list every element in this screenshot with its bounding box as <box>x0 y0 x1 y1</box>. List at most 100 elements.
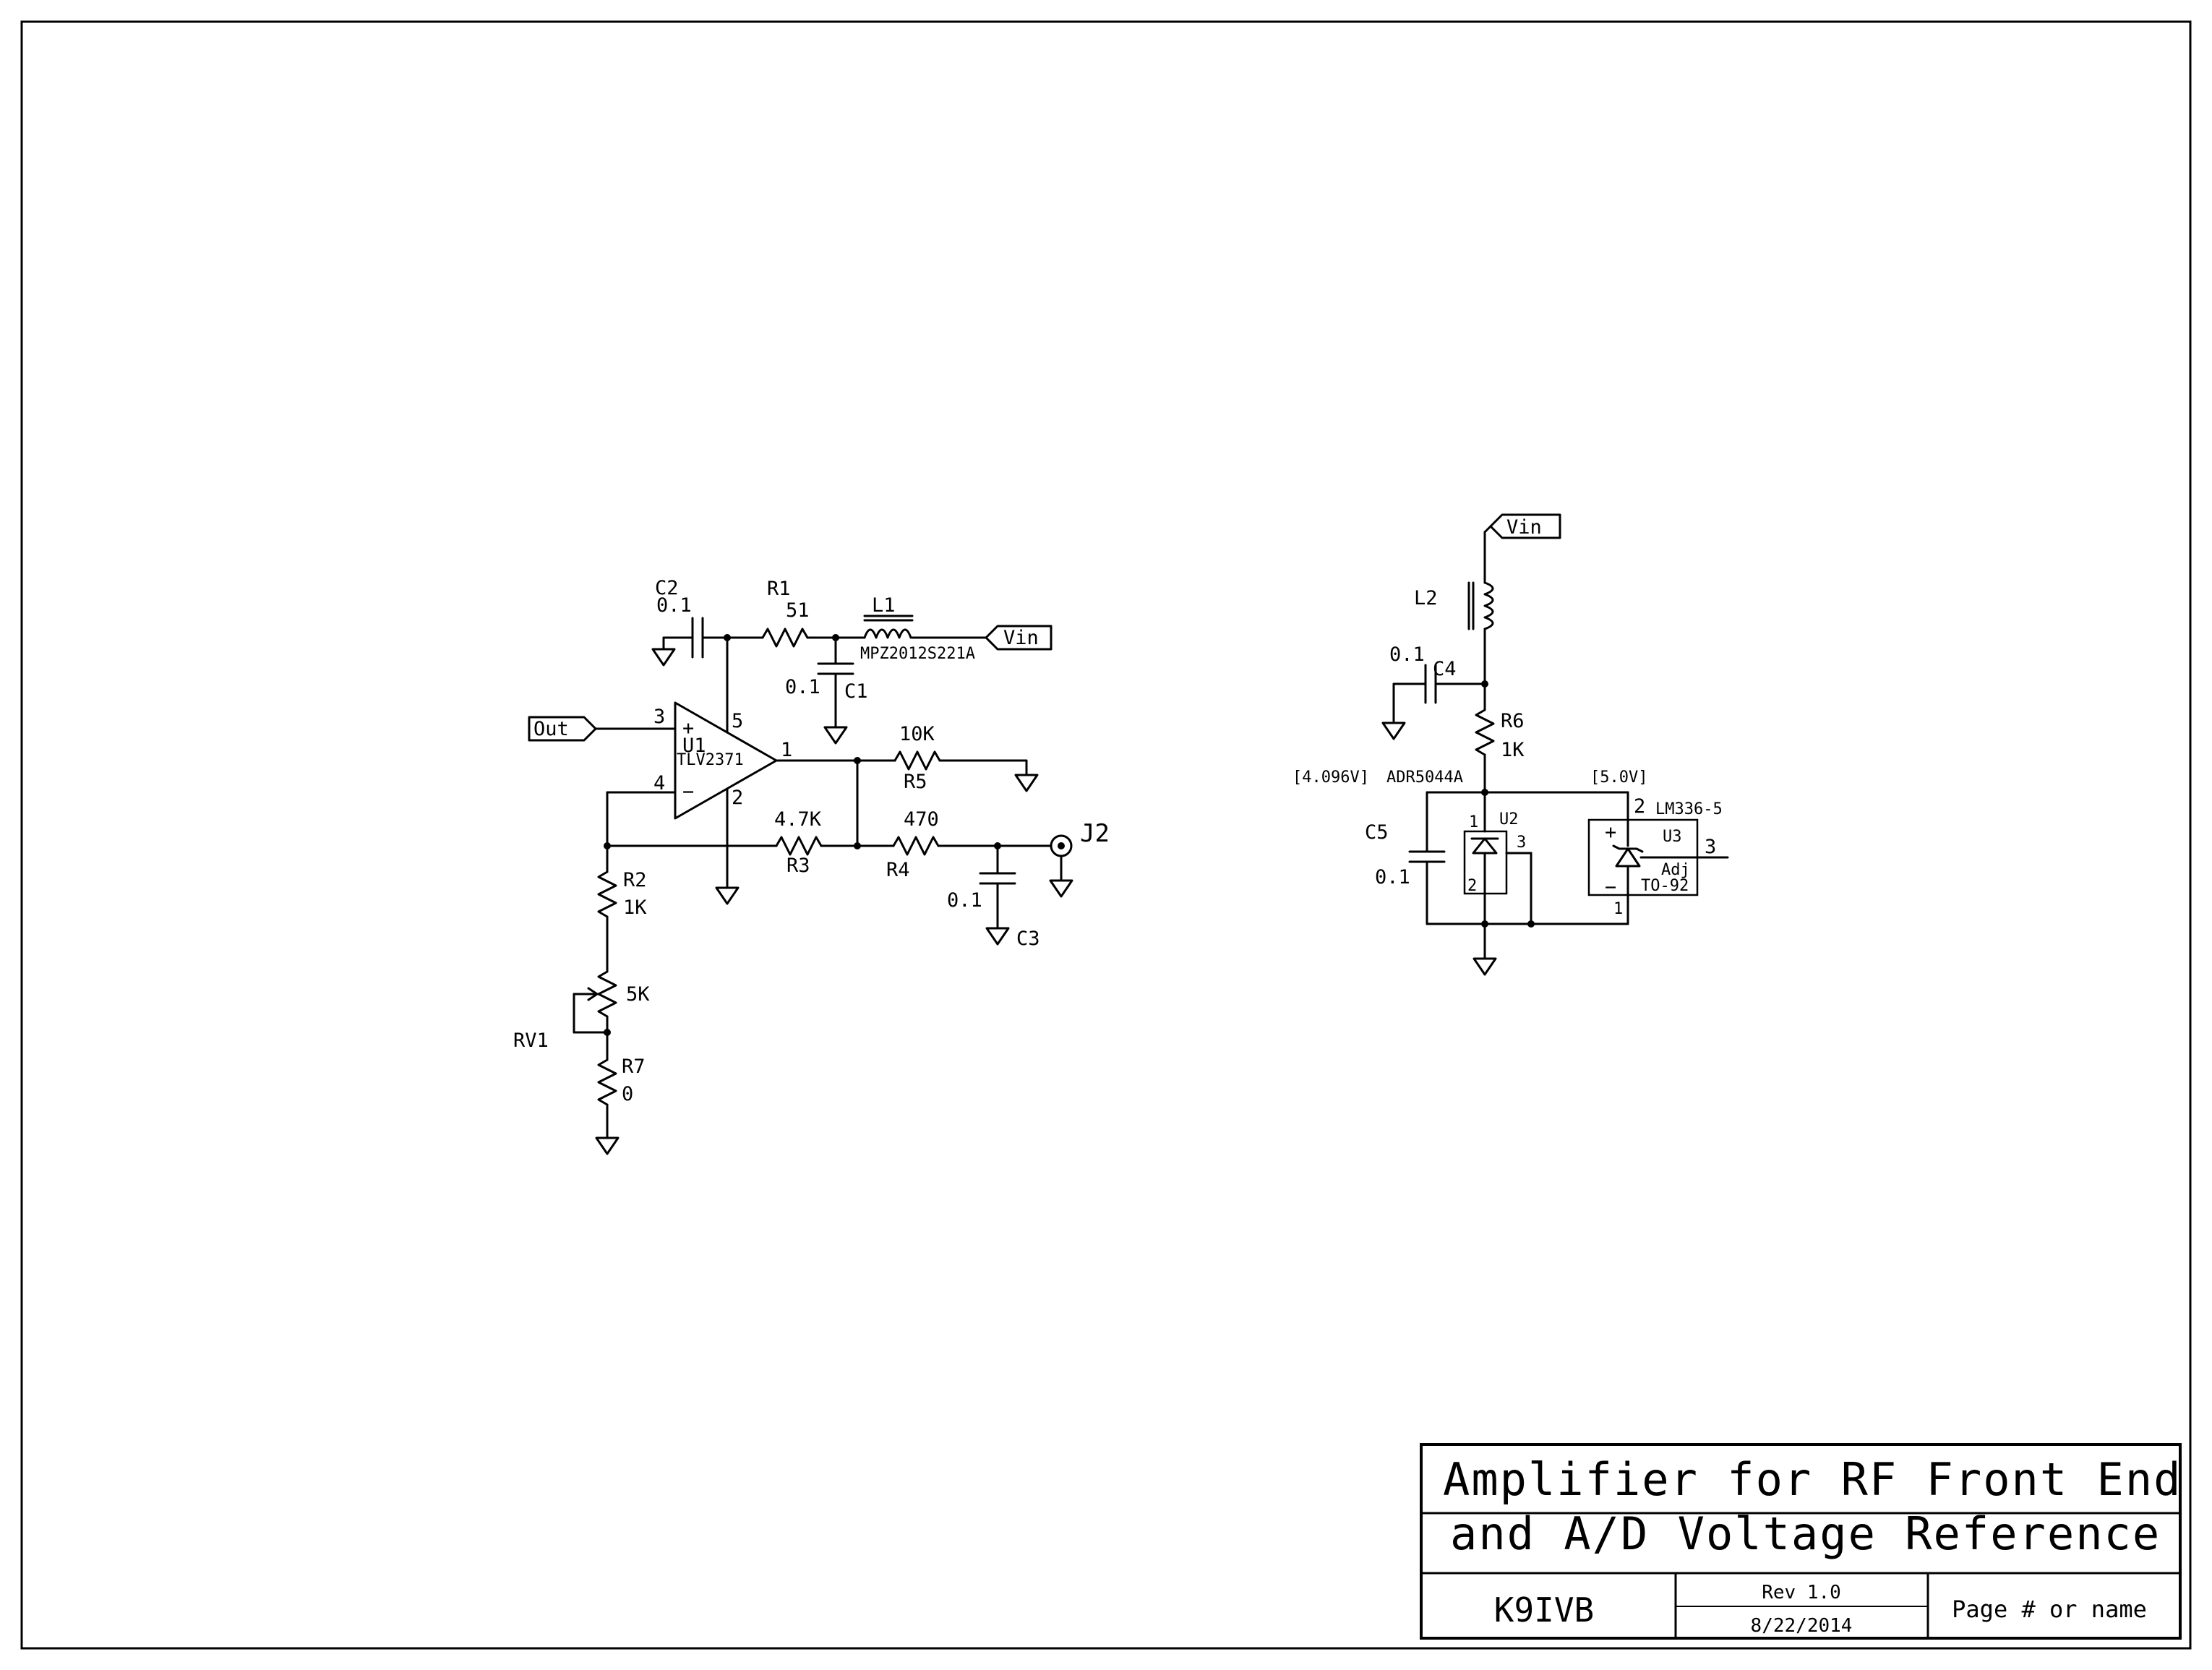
r6-value: 1K <box>1501 739 1525 761</box>
r3-ref: R3 <box>786 855 810 877</box>
r3-value: 4.7K <box>774 808 822 831</box>
l1-inductor: L1 MPZ2012S221A <box>860 594 975 663</box>
u1-plus: + <box>682 717 694 740</box>
u2-ref: U2 <box>1499 810 1519 828</box>
u1-pin4: 4 <box>653 772 665 795</box>
sheet-border <box>20 20 2192 1650</box>
l1-ref: L1 <box>872 594 896 617</box>
r2-resistor: R2 1K <box>597 869 647 919</box>
c2-ground-symbol <box>651 648 676 667</box>
c4-value: 0.1 <box>1389 643 1425 666</box>
c2-value: 0.1 <box>656 594 692 617</box>
j2-ref: J2 <box>1080 819 1110 848</box>
revision-label: Rev 1.0 <box>1762 1582 1841 1603</box>
title-block: Amplifier for RF Front End and A/D Volta… <box>1420 1443 2182 1640</box>
c5-capacitor: C5 0.1 <box>1365 821 1446 888</box>
c5-value: 0.1 <box>1375 866 1410 888</box>
c1-ground-symbol <box>823 726 848 745</box>
out-port-label: Out <box>533 718 569 740</box>
c5-ref: C5 <box>1365 821 1389 844</box>
r6-resistor: R6 1K <box>1475 708 1525 761</box>
u3-package: TO-92 <box>1641 877 1689 895</box>
u3-part: LM336-5 <box>1655 800 1723 818</box>
c2-capacitor: C2 0.1 <box>651 577 729 667</box>
vin-port-2: Vin <box>1489 513 1561 539</box>
vin-port-2-label: Vin <box>1506 516 1542 539</box>
u3-pin2: 2 <box>1634 795 1645 818</box>
u3-voltage: [5.0V] <box>1590 768 1647 787</box>
u1-ground-symbol <box>715 886 740 905</box>
u3-reference: + − U3 Adj TO-92 2 LM336-5 3 1 <box>1587 791 1729 925</box>
u2-reference: U2 1 2 3 <box>1463 791 1532 925</box>
page-label: Page # or name <box>1952 1596 2147 1623</box>
r6-ref: R6 <box>1501 710 1525 732</box>
c4-ground-symbol <box>1381 721 1406 740</box>
u3-ref: U3 <box>1663 828 1682 846</box>
r4-resistor: 470 R4 <box>886 808 940 881</box>
r5-ground-symbol <box>1014 774 1039 792</box>
amplifier-circuit: C2 0.1 R1 51 L1 MPZ2012S221A Vin <box>513 577 1110 1155</box>
r2-ref: R2 <box>623 869 647 891</box>
u1-pin3: 3 <box>653 706 665 728</box>
title-line-2: and A/D Voltage Reference <box>1450 1507 2161 1560</box>
r5-resistor: 10K R5 <box>893 723 941 793</box>
l2-ref: L2 <box>1414 587 1438 609</box>
u2-ground-symbol <box>1472 957 1497 976</box>
l1-part: MPZ2012S221A <box>860 645 975 663</box>
c4-ref: C4 <box>1433 658 1457 680</box>
u3-minus: − <box>1605 876 1616 899</box>
j2-connector: J2 <box>1049 819 1110 898</box>
c3-ref: C3 <box>1016 928 1040 950</box>
r4-value: 470 <box>904 808 939 831</box>
rv1-ref: RV1 <box>513 1029 549 1052</box>
c1-value: 0.1 <box>785 676 820 698</box>
c1-ref: C1 <box>844 680 868 703</box>
u3-plus: + <box>1605 821 1616 844</box>
c3-ground-symbol <box>985 927 1010 946</box>
u1-ref: U1 <box>682 735 706 757</box>
r1-value: 51 <box>786 599 810 622</box>
c3-value: 0.1 <box>947 889 982 912</box>
u1-opamp: + − U1 TLV2371 3 4 5 2 1 <box>653 701 792 820</box>
u1-pin2: 2 <box>732 787 743 809</box>
u3-pin3: 3 <box>1705 836 1716 858</box>
u2-part: ADR5044A <box>1386 768 1463 787</box>
r3-resistor: 4.7K R3 <box>774 808 823 877</box>
r2-value: 1K <box>623 896 647 919</box>
j2-ground-symbol <box>1049 879 1073 898</box>
u3-pin1: 1 <box>1613 900 1623 918</box>
u1-part: TLV2371 <box>677 751 744 769</box>
date-label: 8/22/2014 <box>1751 1615 1853 1637</box>
u2-pin1: 1 <box>1469 813 1478 831</box>
rv1-potentiometer: 5K RV1 <box>513 970 650 1052</box>
c4-capacitor: 0.1 C4 <box>1381 643 1486 740</box>
u2-pin3: 3 <box>1517 834 1526 852</box>
u2-voltage: [4.096V] <box>1293 768 1369 787</box>
r5-ref: R5 <box>904 771 927 793</box>
r7-resistor: R7 0 <box>597 1055 646 1106</box>
l2-inductor: L2 <box>1414 581 1494 630</box>
rv1-value: 5K <box>626 983 650 1006</box>
c1-capacitor: 0.1 C1 <box>785 636 868 745</box>
reference-circuit: Vin L2 0.1 C4 R6 1K <box>1293 513 1729 976</box>
r7-ref: R7 <box>622 1055 646 1078</box>
vin-port-1: Vin <box>985 625 1053 651</box>
r5-value: 10K <box>899 723 935 745</box>
author-label: K9IVB <box>1494 1590 1594 1630</box>
r7-ground-symbol <box>595 1136 620 1155</box>
c3-capacitor: 0.1 C3 <box>947 844 1040 950</box>
u1-pin5: 5 <box>732 710 743 732</box>
u1-minus: − <box>682 781 694 803</box>
r4-ref: R4 <box>886 859 910 881</box>
u2-pin2: 2 <box>1467 877 1477 895</box>
r7-value: 0 <box>622 1083 633 1105</box>
u3-adj: Adj <box>1661 861 1690 879</box>
c2-ref: C2 <box>655 577 679 599</box>
u1-pin1: 1 <box>781 739 792 761</box>
vin-port-1-label: Vin <box>1003 627 1039 649</box>
r1-ref: R1 <box>767 578 791 600</box>
out-port: Out <box>528 716 597 742</box>
title-line-1: Amplifier for RF Front End <box>1443 1453 2182 1506</box>
r1-resistor: R1 51 <box>761 578 810 648</box>
